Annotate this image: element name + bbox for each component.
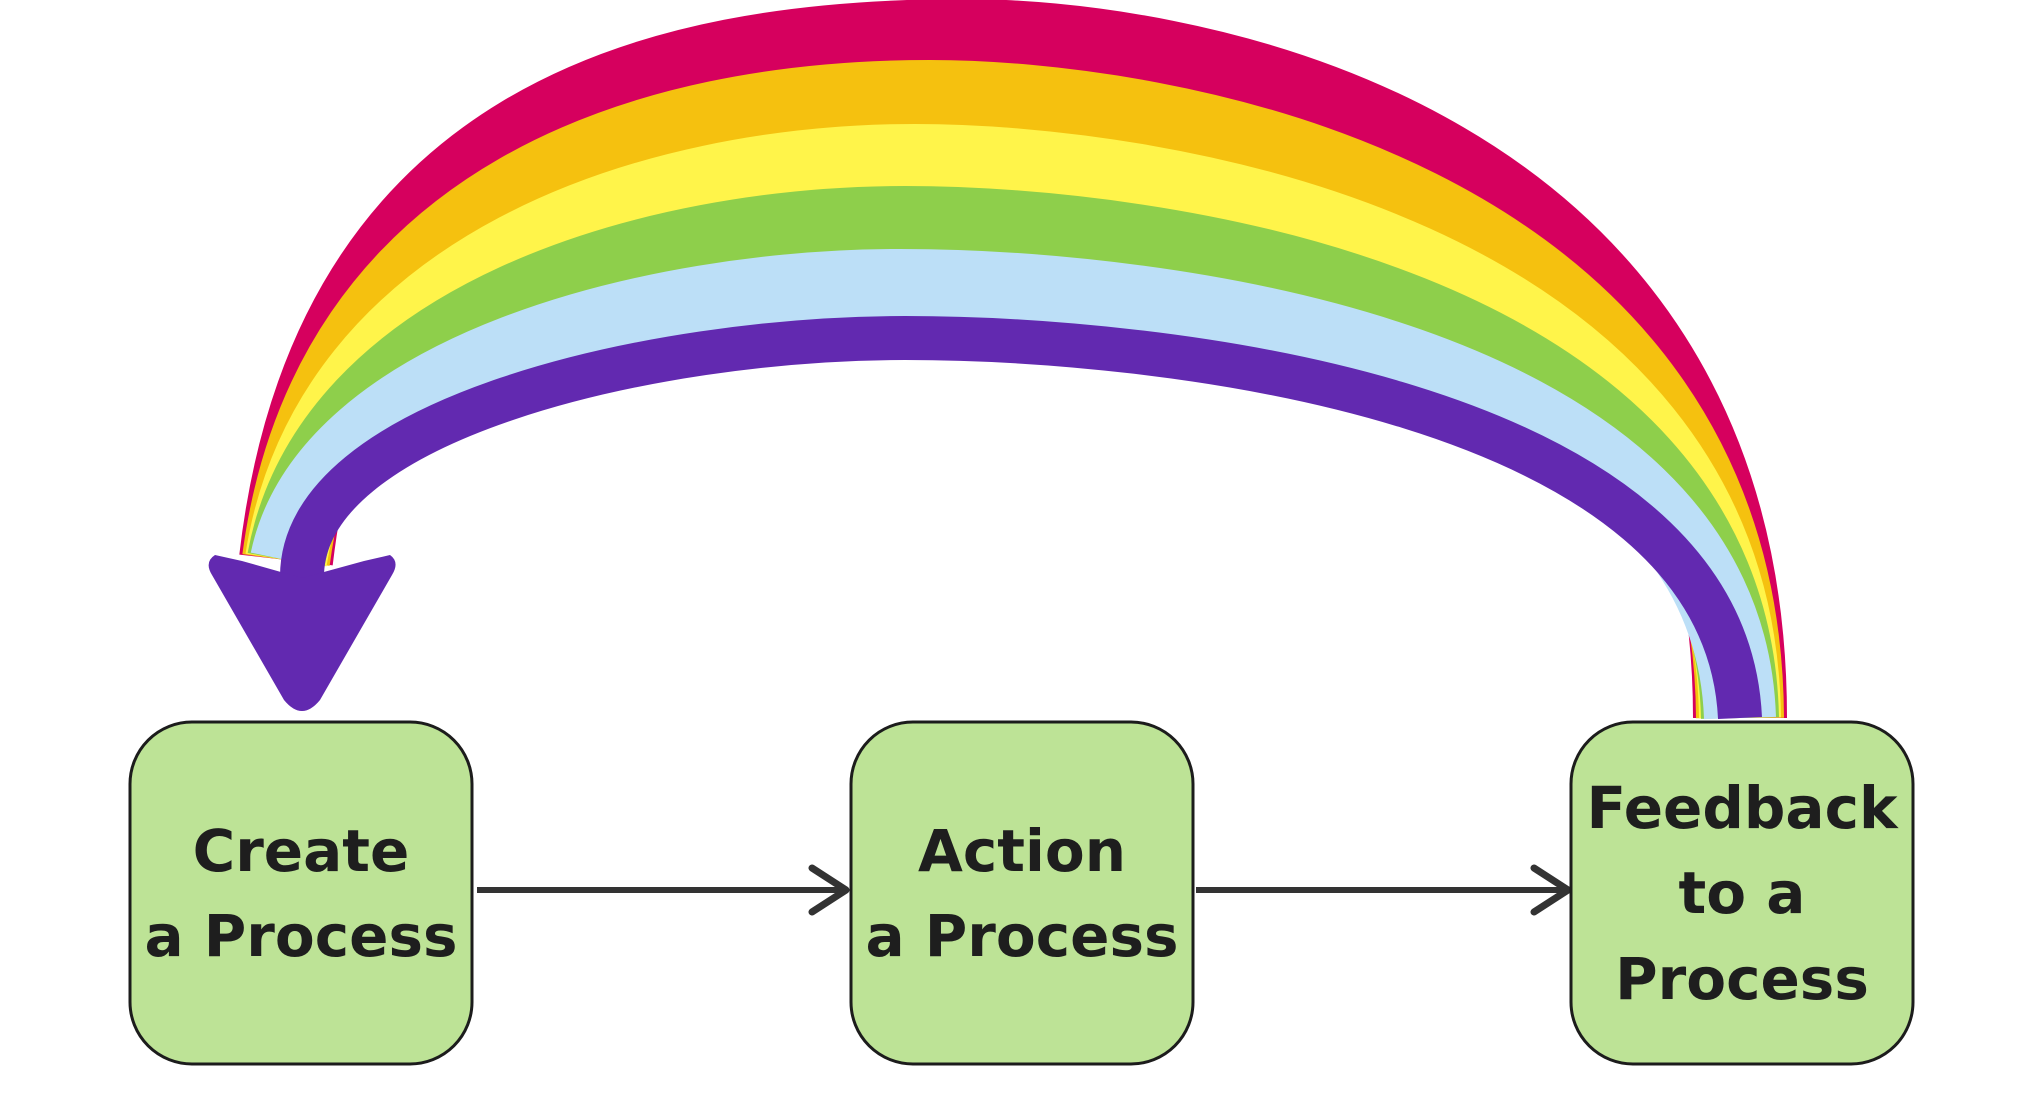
node-create-a-process[interactable]: Create a Process: [128, 720, 474, 1066]
feedback-arrowhead: [208, 555, 396, 711]
node-box: [128, 720, 474, 1066]
feedback-loop-arc: [208, 0, 1787, 720]
node-label-line: Feedback: [1586, 774, 1898, 842]
node-action-a-process[interactable]: Action a Process: [849, 720, 1195, 1066]
node-label-line: a Process: [144, 902, 457, 970]
node-feedback-to-a-process[interactable]: Feedback to a Process: [1569, 720, 1915, 1066]
arrowhead-icon: [1530, 864, 1572, 916]
edge-action-to-feedback: [1196, 864, 1572, 916]
node-box: [849, 720, 1195, 1066]
node-label-line: Process: [1615, 945, 1869, 1013]
node-label-line: a Process: [865, 902, 1178, 970]
node-label-line: to a: [1679, 859, 1806, 927]
rainbow-band-purple: [279, 315, 1762, 720]
node-label-line: Action: [918, 817, 1126, 885]
edge-create-to-action: [477, 864, 850, 916]
node-box: [1569, 720, 1915, 1066]
arrowhead-icon: [808, 864, 850, 916]
node-label-line: Create: [193, 817, 410, 885]
rainbow-band-blue: [250, 248, 1776, 720]
